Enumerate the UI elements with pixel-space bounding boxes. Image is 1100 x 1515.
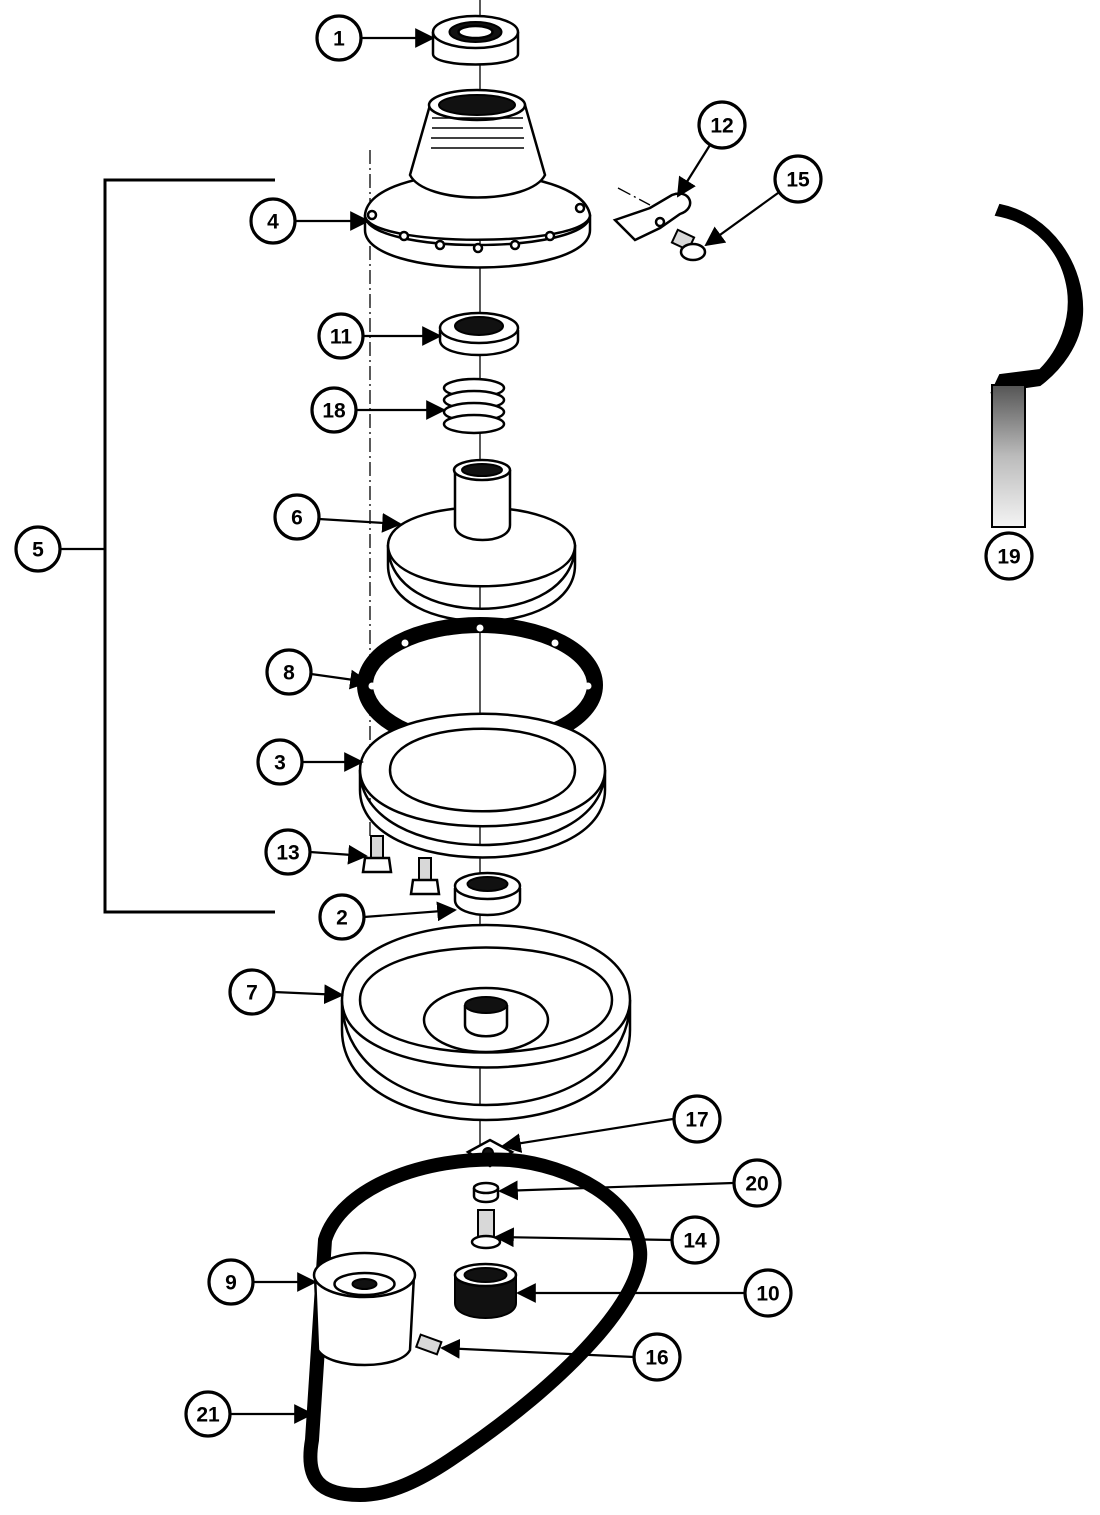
callout-11: 11 xyxy=(317,312,365,360)
part-11-seal xyxy=(438,311,520,357)
callout-4: 4 xyxy=(249,197,297,245)
callout-3: 3 xyxy=(256,738,304,786)
callout-19: 19 xyxy=(984,531,1034,581)
callout-2-label: 2 xyxy=(336,907,348,930)
callout-1-label: 1 xyxy=(333,28,345,51)
callout-10-label: 10 xyxy=(756,1283,779,1306)
assembly-bracket xyxy=(103,178,275,914)
callout-7: 7 xyxy=(228,968,276,1016)
part-20-spacer xyxy=(472,1181,500,1204)
part-1-bearing xyxy=(431,14,520,66)
part-4-housing xyxy=(363,88,592,269)
part-7-pulley xyxy=(340,923,632,1122)
part-2-bearing xyxy=(453,871,522,917)
leader-16 xyxy=(440,1338,635,1359)
callout-16: 16 xyxy=(632,1332,682,1382)
part-3-base-ring xyxy=(358,712,607,859)
leader-15 xyxy=(704,192,779,247)
part-18-spring xyxy=(442,377,506,435)
callout-15-label: 15 xyxy=(786,169,810,192)
callout-20-label: 20 xyxy=(745,1173,768,1196)
callout-14: 14 xyxy=(670,1215,720,1265)
callout-19-label: 19 xyxy=(997,546,1020,569)
leader-2 xyxy=(363,901,457,922)
part-6-drum xyxy=(386,458,577,623)
part-10-collar xyxy=(453,1262,518,1319)
callout-14-label: 14 xyxy=(683,1230,707,1253)
leader-8 xyxy=(310,669,370,690)
callout-11-label: 11 xyxy=(330,326,353,349)
callout-8-label: 8 xyxy=(283,662,295,685)
callout-17-label: 17 xyxy=(685,1109,708,1132)
callout-5: 5 xyxy=(14,525,62,573)
part-12-clip xyxy=(612,187,692,242)
part-16-screw xyxy=(414,1333,443,1356)
leader-13 xyxy=(309,844,368,865)
callout-21: 21 xyxy=(184,1390,232,1438)
leader-20 xyxy=(498,1180,734,1201)
callout-1: 1 xyxy=(315,14,363,62)
callout-16-label: 16 xyxy=(645,1347,668,1370)
part-13-bolts xyxy=(361,835,441,896)
part-19-spanner-wrench xyxy=(990,203,1084,528)
callout-6: 6 xyxy=(273,493,321,541)
part-21-belt xyxy=(303,1152,648,1503)
part-14-screw xyxy=(470,1209,502,1250)
callout-8: 8 xyxy=(265,648,313,696)
callout-4-label: 4 xyxy=(267,211,279,234)
callout-17: 17 xyxy=(672,1094,722,1144)
leader-7 xyxy=(273,984,344,1005)
callout-18-label: 18 xyxy=(322,400,346,423)
leader-14 xyxy=(494,1227,673,1248)
callout-13: 13 xyxy=(264,828,312,876)
callout-12-label: 12 xyxy=(710,115,733,138)
callout-18: 18 xyxy=(310,386,358,434)
leader-17 xyxy=(501,1117,674,1153)
callout-5-label: 5 xyxy=(32,539,44,562)
part-9-motor-pulley xyxy=(312,1251,417,1367)
callout-13-label: 13 xyxy=(276,842,299,865)
callout-7-label: 7 xyxy=(246,982,258,1005)
callout-6-label: 6 xyxy=(291,507,303,530)
part-15-bolt xyxy=(670,228,707,262)
callout-9: 9 xyxy=(207,1258,255,1306)
callout-2: 2 xyxy=(318,893,366,941)
callout-12: 12 xyxy=(697,100,747,150)
callout-10: 10 xyxy=(743,1268,793,1318)
callout-3-label: 3 xyxy=(274,752,286,775)
leader-12 xyxy=(676,144,711,198)
callout-15: 15 xyxy=(773,154,823,204)
leader-6 xyxy=(318,513,402,533)
callout-9-label: 9 xyxy=(225,1272,237,1295)
callout-20: 20 xyxy=(732,1158,782,1208)
callout-21-label: 21 xyxy=(196,1404,220,1427)
